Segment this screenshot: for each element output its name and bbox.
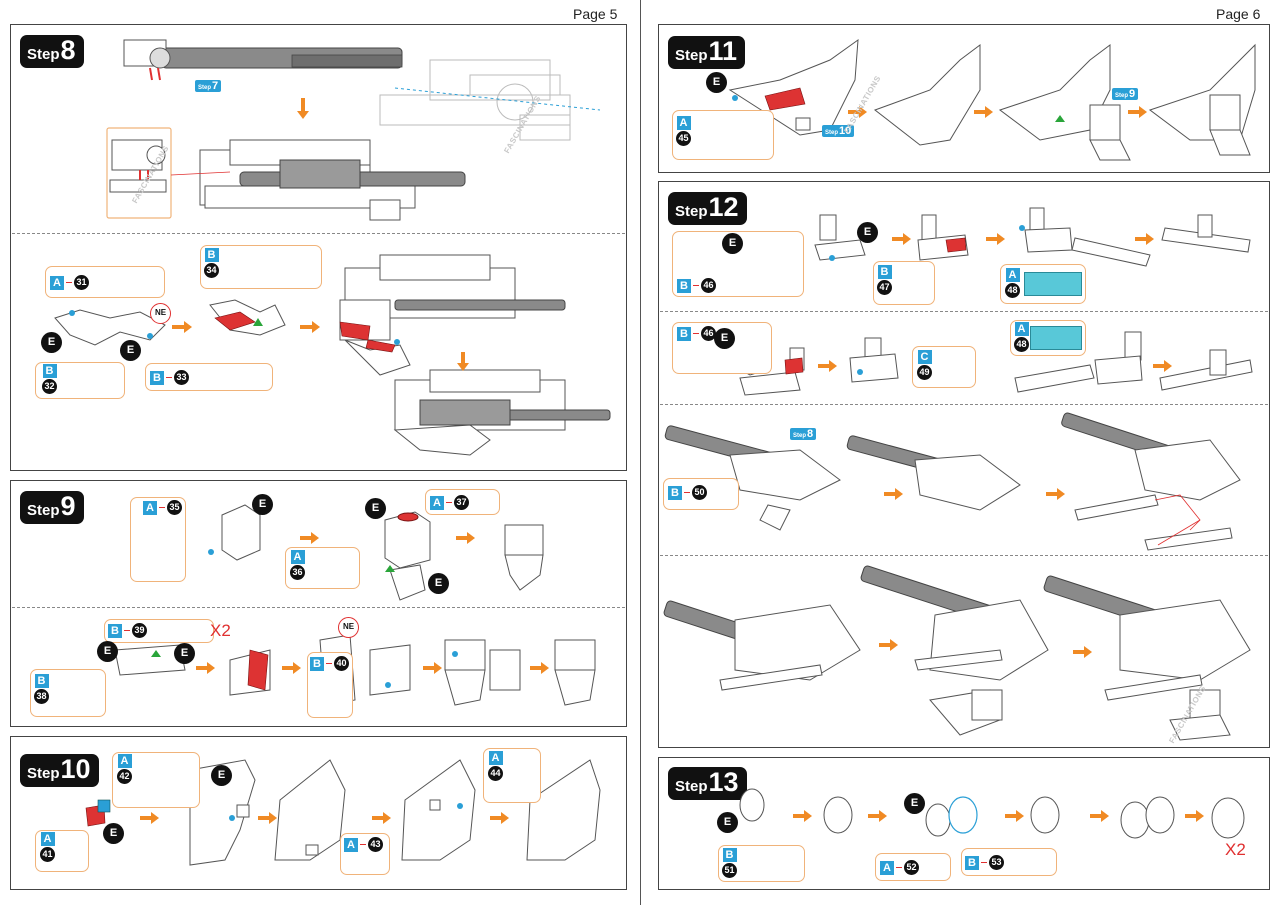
page-number-left: Page 5 [573, 6, 618, 22]
marker-ne: NE [150, 303, 171, 324]
marker-e: E [428, 573, 449, 594]
marker-e: E [904, 793, 925, 814]
part-frame-33 [145, 363, 273, 391]
marker-e: E [717, 812, 738, 833]
marker-ne: NE [338, 617, 359, 638]
part-48-sheet [1030, 326, 1082, 350]
step-12-separator-3 [660, 555, 1268, 556]
step-8-illustration [54, 39, 611, 456]
marker-e: E [722, 233, 743, 254]
step-8-separator [12, 233, 625, 234]
part-48-sheet [1024, 272, 1082, 296]
marker-e: E [857, 222, 878, 243]
page-divider [640, 0, 641, 905]
marker-e: E [211, 765, 232, 786]
marker-e: E [120, 340, 141, 361]
multiplier-x2: X2 [1225, 840, 1246, 859]
marker-e: E [41, 332, 62, 353]
step-11-illustration [728, 38, 1256, 161]
marker-e: E [103, 823, 124, 844]
step-10-illustration [85, 759, 601, 866]
part-frame-31 [45, 266, 165, 298]
marker-e: E [174, 643, 195, 664]
step-12-illustration [663, 207, 1253, 741]
step-12-separator-2 [660, 404, 1268, 405]
marker-e: E [714, 328, 735, 349]
step-9-separator [12, 607, 625, 608]
page-number-right: Page 6 [1216, 6, 1261, 22]
step-12-separator-1 [660, 311, 1268, 312]
part-frame-35 [130, 497, 186, 582]
marker-e: E [706, 72, 727, 93]
marker-e: E [97, 641, 118, 662]
part-frame-39 [104, 619, 214, 643]
marker-e: E [365, 498, 386, 519]
part-frame-34 [200, 245, 322, 289]
multiplier-x2: X2 [210, 621, 231, 640]
marker-e: E [252, 494, 273, 515]
